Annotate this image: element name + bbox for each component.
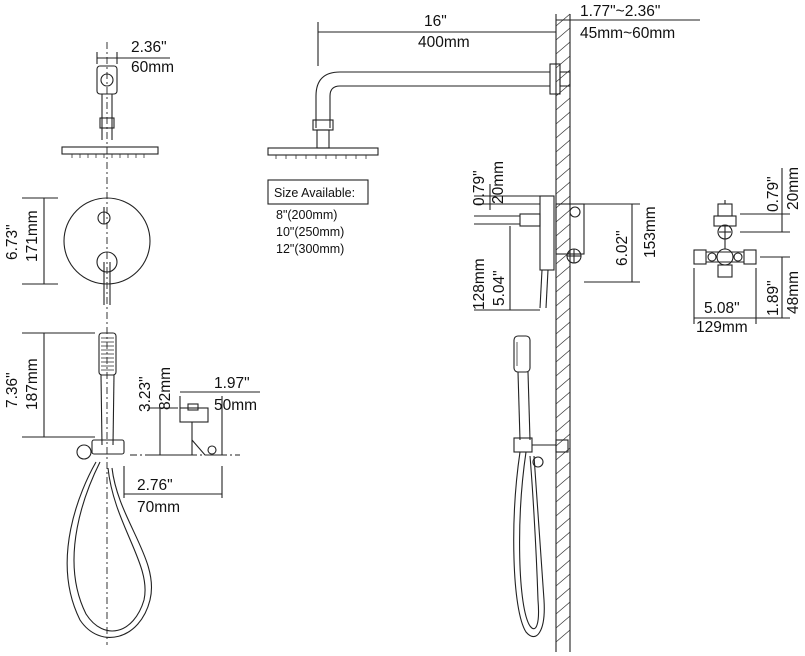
escutcheon-width-inch: 2.36" <box>131 39 167 56</box>
arm-length-mm: 400mm <box>418 34 470 51</box>
size-option-10: 10"(250mm) <box>276 225 344 239</box>
holder-width-mm: 70mm <box>137 499 180 516</box>
wall-depth-mm: 45mm~60mm <box>580 25 675 42</box>
plate-diameter-inch: 6.73" <box>4 224 21 260</box>
valve-height-mm: 153mm <box>642 206 659 258</box>
valve-top-offset-mm: 20mm <box>490 161 507 204</box>
holder-width-inch: 2.76" <box>137 477 173 494</box>
valve-trim-plate <box>22 197 151 305</box>
holder-depth-inch: 1.97" <box>214 375 250 392</box>
holder-height-inch: 3.23" <box>137 376 154 412</box>
size-option-12: 12"(300mm) <box>276 242 344 256</box>
valve-top-offset-right-mm: 20mm <box>785 167 802 210</box>
size-available-box <box>267 179 369 205</box>
plate-diameter-mm: 171mm <box>24 210 41 262</box>
rough-in-valve-front <box>693 168 790 324</box>
handle-drop-inch: 5.04" <box>491 270 508 306</box>
handheld-shower-front <box>22 332 152 638</box>
wall-section <box>555 13 571 652</box>
valve-width-mm: 129mm <box>696 319 748 336</box>
valve-body-side <box>474 184 640 311</box>
valve-top-offset-inch: 0.79" <box>471 170 488 206</box>
holder-depth-mm: 50mm <box>214 397 257 414</box>
valve-top-offset-right-inch: 0.79" <box>765 176 782 212</box>
valve-width-inch: 5.08" <box>704 300 740 317</box>
escutcheon-width-mm: 60mm <box>131 59 174 76</box>
valve-bottom-offset-mm: 48mm <box>785 271 802 314</box>
handheld-length-mm: 187mm <box>24 358 41 410</box>
size-option-8: 8"(200mm) <box>276 208 337 222</box>
handheld-holder-side <box>123 391 260 498</box>
arm-length-inch: 16" <box>424 13 447 30</box>
shower-arm-side <box>267 19 700 159</box>
handheld-length-inch: 7.36" <box>4 372 21 408</box>
top-view-shower-arm <box>61 42 170 645</box>
handheld-shower-side <box>513 335 569 638</box>
holder-height-mm: 82mm <box>157 367 174 410</box>
size-available-title: Size Available: <box>274 186 355 200</box>
wall-depth-inch: 1.77"~2.36" <box>580 3 660 20</box>
valve-bottom-offset-inch: 1.89" <box>765 280 782 316</box>
valve-height-inch: 6.02" <box>614 230 631 266</box>
handle-drop-mm: 128mm <box>471 258 488 310</box>
